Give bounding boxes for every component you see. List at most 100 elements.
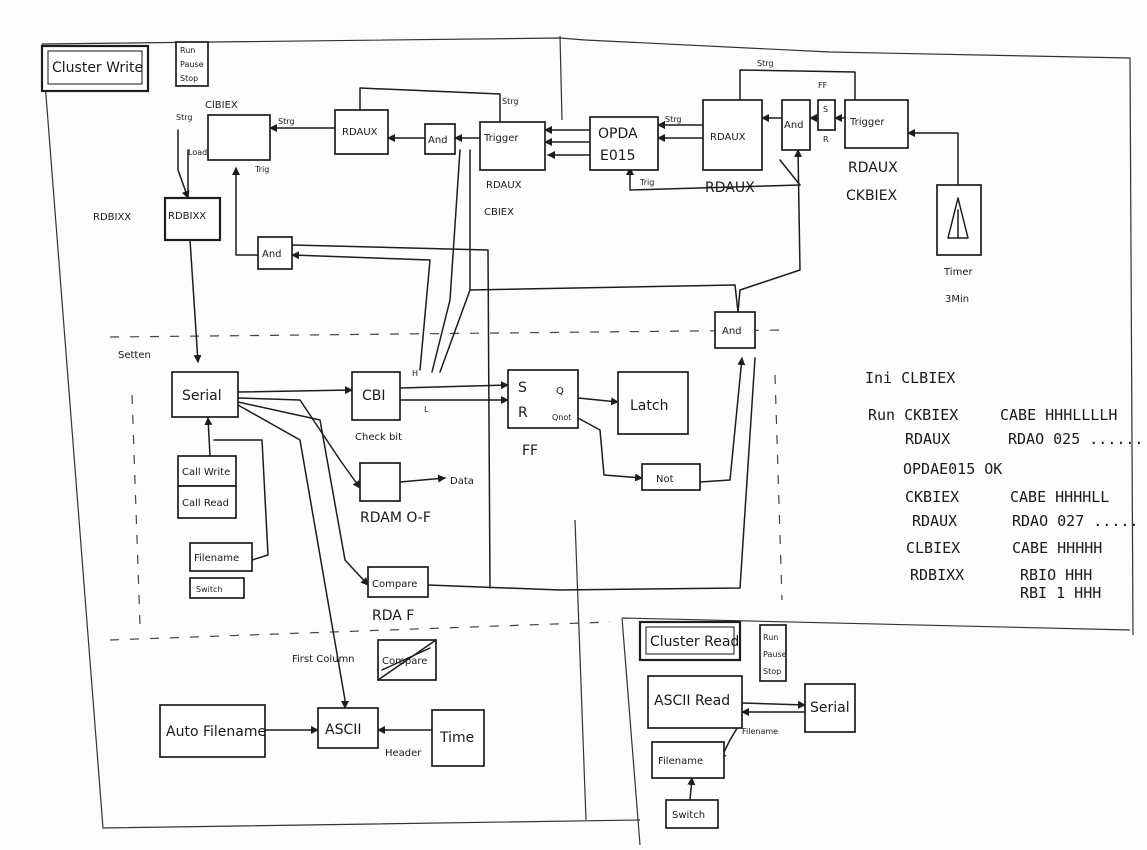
switch-block-write	[189, 577, 245, 599]
paper-outline-bottom	[41, 43, 641, 829]
wire-compare-right	[427, 357, 756, 591]
strg-label-5: Strg	[757, 59, 773, 68]
rdaux-block-1	[334, 109, 389, 155]
read-panel-frame	[621, 617, 1131, 846]
note-left-5: RDAUX	[912, 512, 957, 530]
note-right-1: CABE HHHLLLLH	[1000, 406, 1117, 424]
wire-switch-filename	[687, 777, 696, 801]
wire-cbi-ff-s	[399, 381, 509, 390]
clbiex-label: ClBIEX	[205, 100, 238, 111]
rdaux-block-2-caption: RDAUX	[705, 180, 755, 196]
section-divider-top	[109, 329, 791, 338]
wire-not-and-right	[699, 357, 746, 483]
ff-block-top	[817, 99, 836, 131]
auto-filename-block	[159, 704, 266, 758]
read-control-run: Run	[763, 633, 778, 642]
timer-value: 3Min	[945, 294, 969, 305]
strg-label-4: Strg	[665, 115, 681, 124]
trigger-block-2-label: Trigger	[849, 117, 885, 128]
and-gate-1	[424, 123, 456, 155]
strg-label-3: Strg	[502, 97, 518, 106]
trig-label-2: Trig	[639, 178, 654, 187]
switch-label-write: Switch	[196, 585, 222, 594]
compare-struck-cross	[377, 639, 437, 681]
read-controls-frame	[759, 624, 787, 682]
serial-block	[171, 371, 239, 418]
note-right-8: RBI 1 HHH	[1020, 584, 1101, 602]
time-block	[431, 709, 485, 767]
note-left-6: CLBIEX	[906, 539, 960, 557]
trigger-block-1	[479, 121, 546, 171]
e015-label: E015	[600, 148, 636, 164]
wire-ff-opda-trig	[626, 159, 801, 191]
wire-cbi-up-1	[431, 149, 461, 373]
cluster-read-inner	[645, 626, 735, 655]
rdaux-block-2	[702, 99, 763, 171]
read-control-pause: Pause	[763, 650, 787, 659]
wire-call-serial	[204, 417, 213, 457]
not-gate	[641, 463, 701, 491]
cbi-l-label: L	[424, 405, 429, 414]
rdaux-block-2-label: RDAUX	[710, 132, 746, 143]
rdbixx-block	[163, 196, 222, 242]
wire-ff-latch	[577, 397, 619, 406]
header-label: Header	[385, 748, 422, 759]
trigger-block-2	[844, 99, 909, 149]
read-control-stop: Stop	[763, 667, 781, 676]
time-label: Time	[439, 730, 474, 746]
and-gate-2	[781, 99, 811, 151]
wire-cbi-up-2	[439, 149, 471, 373]
note-left-0: Ini CLBIEX	[865, 369, 955, 387]
wire-clbiex-rdbixx	[177, 129, 190, 199]
latch-block	[617, 371, 689, 435]
trig-label-1: Trig	[254, 165, 269, 174]
control-stop: Stop	[180, 74, 198, 83]
rdaux-cbiex-label: RDAUX	[486, 180, 522, 191]
and-gate-mid-label: And	[262, 249, 282, 260]
flipflop-s: S	[518, 380, 527, 396]
note-left-1: Run CKBIEX	[868, 406, 958, 424]
and-gate-1-label: And	[428, 135, 448, 146]
note-left-4: CKBIEX	[905, 488, 959, 506]
load-label: Load	[188, 148, 207, 157]
strg-label-2: Strg	[278, 117, 294, 126]
wire-rdam-data	[399, 474, 446, 483]
ckbiex-label: CKBIEX	[846, 188, 898, 204]
flipflop-q: Q	[556, 386, 564, 397]
cbi-block	[351, 371, 401, 421]
wire-and-mid-clbiex	[232, 167, 259, 256]
wire-cbi-and-mid	[291, 251, 431, 371]
wire-and-mid-right	[291, 244, 491, 589]
wire-serial-compare	[237, 401, 369, 586]
setten-label: Setten	[118, 350, 151, 361]
wire-serial-ascii	[237, 404, 349, 709]
rdaf-label: RDA F	[372, 608, 414, 624]
note-right-7: RBIO HHH	[1020, 566, 1092, 584]
cluster-write-title: Cluster Write	[52, 60, 143, 76]
ff-s-label: S	[823, 105, 828, 114]
wire-read-serial	[741, 700, 806, 709]
read-switch-label: Switch	[672, 810, 705, 821]
strg-label-1: Strg	[176, 113, 192, 122]
and-gate-2-label: And	[784, 120, 804, 131]
rdaux-3-label: RDAUX	[848, 160, 898, 176]
wire-filename-serial	[213, 439, 269, 561]
ascii-block	[317, 707, 379, 749]
compare-label: Compare	[372, 579, 417, 590]
read-serial-block	[804, 683, 856, 733]
paper-outline-right	[584, 39, 1134, 636]
ascii-read-block	[647, 675, 743, 729]
rdam-label: RDAM O-F	[360, 510, 431, 526]
cluster-write-inner	[47, 50, 143, 85]
rdbixx-block-label: RDBIXX	[168, 211, 206, 222]
cbiex-label: CBIEX	[484, 207, 514, 218]
control-run: Run	[180, 46, 195, 55]
read-switch-block	[665, 799, 719, 829]
filename-block-write	[189, 542, 253, 572]
ff-top-label: FF	[818, 81, 828, 90]
flipflop-r: R	[518, 405, 528, 421]
clbiex-block	[207, 114, 271, 161]
check-bit-label: Check bit	[355, 432, 402, 443]
note-right-2: RDAO 025 ......	[1008, 430, 1143, 448]
